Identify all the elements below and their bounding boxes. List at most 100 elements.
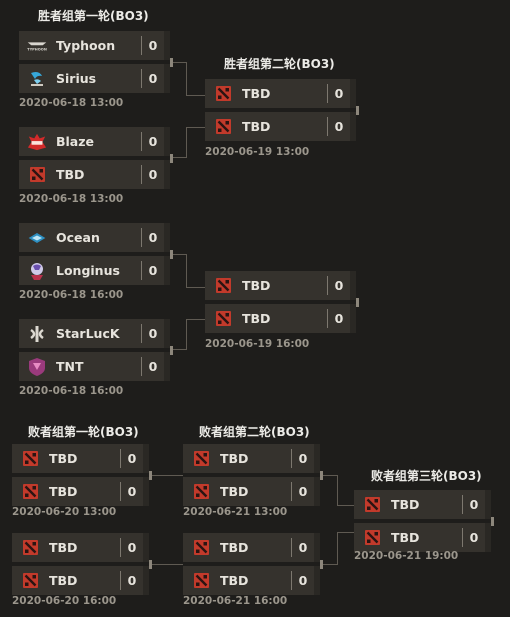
team-row[interactable]: TBD 0 bbox=[12, 444, 149, 473]
match-time: 2020-06-21 13:00 bbox=[183, 506, 288, 518]
team-name: Sirius bbox=[56, 71, 97, 86]
row-end-cap bbox=[164, 160, 170, 189]
match-time: 2020-06-18 13:00 bbox=[19, 97, 124, 109]
row-end-cap bbox=[164, 31, 170, 60]
connector-line bbox=[173, 349, 187, 350]
connector-tick bbox=[320, 470, 323, 480]
row-end-cap bbox=[164, 223, 170, 252]
row-end-cap bbox=[143, 477, 149, 506]
score-divider bbox=[141, 69, 142, 88]
match-time: 2020-06-18 16:00 bbox=[19, 385, 124, 397]
row-end-cap bbox=[143, 533, 149, 562]
connector-line bbox=[337, 505, 354, 506]
connector-line bbox=[323, 475, 337, 476]
team-row[interactable]: TBD 0 bbox=[183, 444, 320, 473]
connector-line bbox=[337, 532, 354, 533]
team-name: TBD bbox=[242, 86, 271, 101]
team-row[interactable]: TBD 0 bbox=[205, 112, 356, 141]
team-name: TBD bbox=[56, 167, 85, 182]
team-name: TBD bbox=[391, 497, 420, 512]
row-end-cap bbox=[314, 444, 320, 473]
team-score: 0 bbox=[334, 311, 344, 326]
connector-tick bbox=[170, 345, 173, 355]
score-divider bbox=[141, 228, 142, 247]
match-time: 2020-06-19 16:00 bbox=[205, 338, 310, 350]
team-score: 0 bbox=[127, 451, 137, 466]
match-time: 2020-06-20 16:00 bbox=[12, 595, 117, 607]
row-end-cap bbox=[485, 490, 491, 519]
dota-icon bbox=[191, 449, 211, 469]
team-name: TBD bbox=[220, 573, 249, 588]
dota-icon bbox=[191, 482, 211, 502]
connector-line bbox=[186, 319, 187, 350]
match-time: 2020-06-21 16:00 bbox=[183, 595, 288, 607]
connector-line bbox=[173, 62, 187, 63]
team-name: TBD bbox=[220, 451, 249, 466]
dota-icon bbox=[191, 538, 211, 558]
connector-tick bbox=[170, 153, 173, 163]
team-score: 0 bbox=[148, 263, 158, 278]
row-end-cap bbox=[143, 444, 149, 473]
team-name: TBD bbox=[49, 451, 78, 466]
dota-icon bbox=[20, 482, 40, 502]
team-score: 0 bbox=[148, 71, 158, 86]
row-end-cap bbox=[350, 271, 356, 300]
dota-icon bbox=[20, 538, 40, 558]
score-divider bbox=[120, 482, 121, 501]
connector-tick bbox=[149, 559, 152, 569]
connector-tick bbox=[320, 559, 323, 569]
connector-line bbox=[173, 157, 187, 158]
score-divider bbox=[327, 309, 328, 328]
team-score: 0 bbox=[148, 326, 158, 341]
team-name: TBD bbox=[391, 530, 420, 545]
score-divider bbox=[120, 571, 121, 590]
score-divider bbox=[327, 84, 328, 103]
team-name: TBD bbox=[49, 573, 78, 588]
team-score: 0 bbox=[334, 86, 344, 101]
match-time: 2020-06-21 19:00 bbox=[354, 550, 459, 562]
team-name: Blaze bbox=[56, 134, 95, 149]
team-row[interactable]: Sirius 0 bbox=[19, 64, 170, 93]
row-end-cap bbox=[143, 566, 149, 595]
connector-tick bbox=[149, 470, 152, 480]
row-end-cap bbox=[350, 79, 356, 108]
team-row[interactable]: TBD 0 bbox=[205, 79, 356, 108]
connector-line bbox=[173, 254, 187, 255]
connector-tick bbox=[170, 57, 173, 67]
match-time: 2020-06-19 13:00 bbox=[205, 146, 310, 158]
team-score: 0 bbox=[127, 540, 137, 555]
connector-line bbox=[337, 475, 338, 506]
score-divider bbox=[141, 261, 142, 280]
score-divider bbox=[141, 324, 142, 343]
match-time: 2020-06-18 16:00 bbox=[19, 289, 124, 301]
connector-line bbox=[337, 532, 338, 565]
connector-line bbox=[186, 287, 205, 288]
score-divider bbox=[327, 276, 328, 295]
team-score: 0 bbox=[298, 451, 308, 466]
dota-icon bbox=[213, 117, 233, 137]
score-divider bbox=[141, 357, 142, 376]
winners-round2-title: 胜者组第二轮(BO3) bbox=[224, 57, 335, 71]
team-name: TNT bbox=[56, 359, 84, 374]
team-score: 0 bbox=[334, 119, 344, 134]
team-name: TBD bbox=[242, 119, 271, 134]
connector-line bbox=[152, 564, 183, 565]
row-end-cap bbox=[350, 112, 356, 141]
